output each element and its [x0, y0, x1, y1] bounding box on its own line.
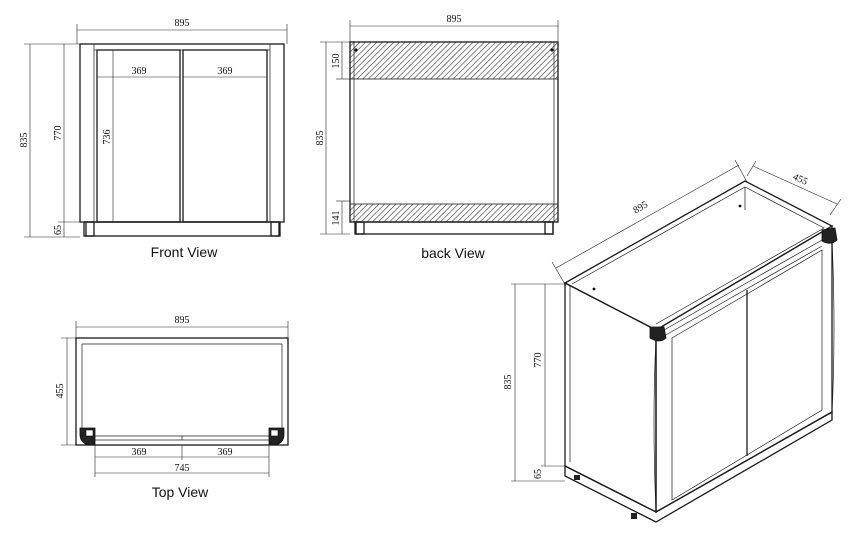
top-view: 895 455 369 369 745 Top View [55, 315, 289, 500]
iso-width-dimension: 895 [551, 159, 748, 287]
back-view: 895 835 150 141 back View [315, 14, 559, 261]
front-left-door-width-label: 369 [132, 66, 147, 77]
back-height-dimensions: 835 150 141 [315, 41, 350, 235]
back-width-label: 895 [447, 14, 462, 25]
iso-front-right-post [821, 227, 838, 244]
front-width-dimension: 895 [76, 18, 288, 44]
iso-height-dimensions: 835 770 65 [503, 283, 565, 482]
iso-total-height-label: 835 [503, 375, 514, 390]
top-width-label: 895 [175, 315, 190, 326]
back-top-panel-label: 150 [331, 54, 342, 69]
iso-body-height-label: 770 [533, 353, 544, 368]
back-total-height-label: 835 [315, 131, 326, 146]
back-view-title: back View [421, 245, 485, 261]
iso-front-left-post [649, 326, 667, 342]
back-plinth [354, 221, 554, 235]
front-width-label: 895 [175, 18, 190, 29]
top-cabinet-outline [75, 337, 289, 446]
front-door-height-label: 736 [102, 130, 113, 145]
front-right-door-width-label: 369 [218, 66, 233, 77]
iso-width-label: 895 [632, 199, 650, 216]
iso-plinth [564, 410, 833, 523]
top-width-dimension: 895 [75, 315, 289, 338]
front-height-dimensions: 835 770 65 [19, 43, 80, 238]
back-bottom-panel-label: 141 [331, 211, 342, 226]
back-width-dimension: 895 [349, 14, 559, 42]
top-right-door-width-label: 369 [218, 447, 233, 458]
back-top-panel [349, 41, 559, 80]
front-plinth [83, 221, 281, 237]
iso-top-rim [563, 180, 834, 331]
front-view: 895 835 770 65 369 369 736 [19, 18, 288, 260]
iso-leg-height-label: 65 [533, 469, 544, 479]
iso-front-face [655, 224, 833, 514]
front-body-height-label: 770 [53, 126, 64, 141]
front-view-title: Front View [151, 244, 219, 260]
top-inner-width-label: 745 [175, 463, 190, 474]
top-depth-label: 455 [55, 384, 66, 399]
top-left-door-width-label: 369 [132, 447, 147, 458]
top-view-title: Top View [152, 484, 209, 500]
front-leg-height-label: 65 [53, 225, 64, 235]
back-bottom-panel [349, 203, 559, 223]
front-total-height-label: 835 [19, 133, 30, 148]
isometric-view: 895 455 835 770 65 [503, 159, 842, 523]
iso-depth-label: 455 [791, 172, 809, 188]
